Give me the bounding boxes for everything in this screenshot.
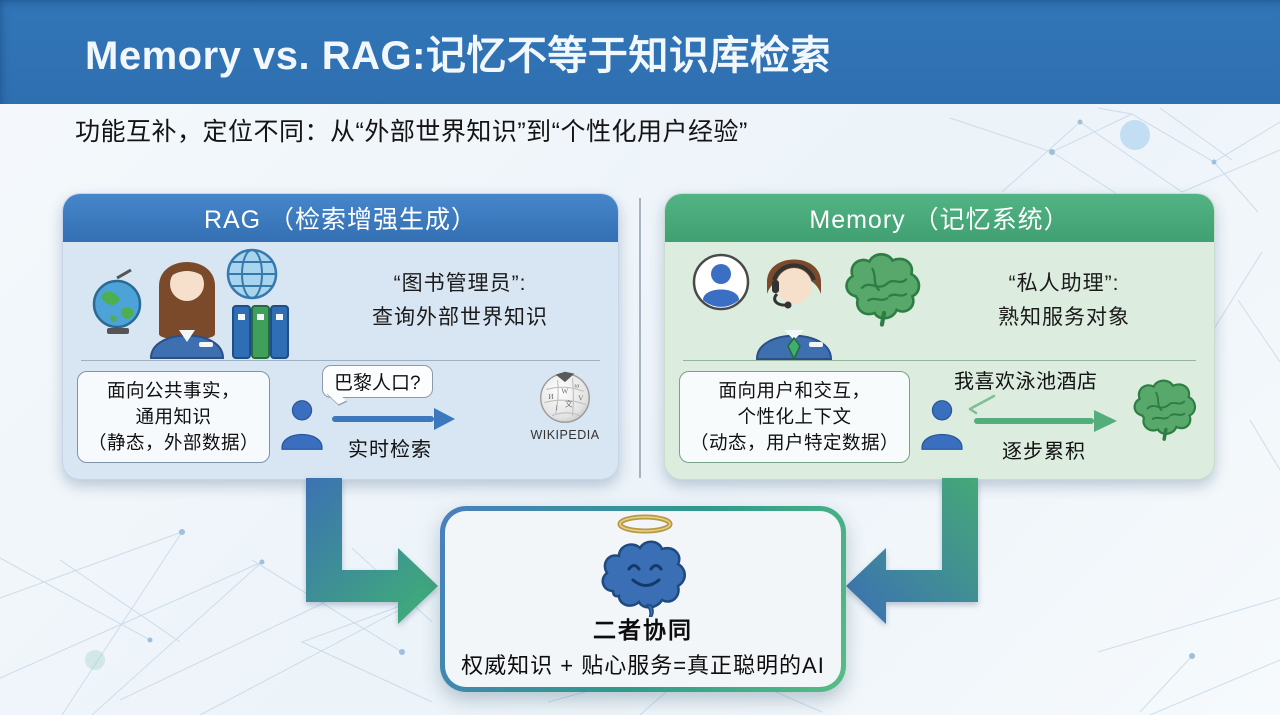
memory-flow: 我喜欢泳池酒店 逐步累积 (910, 361, 1202, 473)
desk-globe-icon (92, 268, 142, 334)
rag-panel: RAG （检索增强生成） (62, 193, 619, 480)
assistant-headset-icon (755, 259, 833, 360)
synergy-box: 二者协同 权威知识 + 贴心服务=真正聪明的AI (440, 506, 846, 692)
rag-flow-row: 面向公共事实， 通用知识 （静态，外部数据） 巴黎人口? 实时检索 (63, 361, 618, 473)
rag-feature-line3: （静态，外部数据） (88, 432, 260, 454)
memory-query-text: 我喜欢泳池酒店 (954, 371, 1098, 393)
accumulate-arrow-icon (974, 410, 1118, 432)
panel-divider-line (639, 198, 641, 478)
svg-text:W: W (561, 386, 569, 395)
brain-icon (847, 254, 919, 324)
memory-panel-header: Memory （记忆系统） (665, 194, 1214, 242)
memory-feature-line3: （动态，用户特定数据） (690, 432, 900, 454)
reply-arrow-icon (968, 394, 996, 415)
rag-panel-title: RAG （检索增强生成） (203, 206, 478, 234)
rag-role-row: “图书管理员”: 查询外部世界知识 (63, 242, 618, 360)
realtime-search-arrow-icon (332, 408, 456, 430)
svg-text:文: 文 (565, 398, 573, 408)
title-bar: Memory vs. RAG:记忆不等于知识库检索 (0, 0, 1280, 104)
svg-text:ω: ω (574, 381, 579, 390)
memory-role-line2: 熟知服务对象 (998, 306, 1130, 329)
brain-icon (1132, 378, 1197, 441)
books-icon (232, 305, 289, 359)
librarian-figure (149, 262, 225, 359)
rag-arrow-label: 实时检索 (348, 439, 433, 461)
memory-role-line1: “私人助理”: (1008, 272, 1120, 296)
subtitle: 功能互补，定位不同：从“外部世界知识”到“个性化用户经验” (75, 118, 748, 146)
synergy-box-inner: 二者协同 权威知识 + 贴心服务=真正聪明的AI (445, 511, 841, 687)
assistant-illustration (692, 242, 924, 360)
svg-text:И: И (548, 392, 554, 401)
memory-flow-row: 面向用户和交互， 个性化上下文 （动态，用户特定数据） 我喜欢泳池酒店 逐步累积 (665, 361, 1214, 473)
svg-text:V: V (578, 394, 584, 403)
user-icon (281, 400, 323, 450)
rag-query-bubble: 巴黎人口? (322, 365, 433, 398)
internet-globe-icon (226, 248, 278, 300)
librarian-illustration (92, 248, 289, 359)
synergy-title: 二者协同 (593, 617, 693, 643)
rag-role-line1: “图书管理员”: (393, 272, 527, 296)
rag-feature-box: 面向公共事实， 通用知识 （静态，外部数据） (77, 370, 271, 464)
memory-feature-box: 面向用户和交互， 个性化上下文 （动态，用户特定数据） (679, 370, 911, 464)
memory-panel-title: Memory （记忆系统） (809, 206, 1070, 234)
rag-feature-line2: 通用知识 (135, 405, 212, 427)
slide-title: Memory vs. RAG:记忆不等于知识库检索 (85, 34, 831, 78)
svg-text:i: i (556, 403, 558, 412)
user-icon (921, 400, 963, 450)
memory-section-divider (683, 360, 1196, 361)
avatar-circle-icon (692, 253, 750, 311)
halo-brain-icon (601, 514, 686, 617)
memory-role-row: “私人助理”: 熟知服务对象 (665, 242, 1214, 360)
memory-role-text: “私人助理”: 熟知服务对象 (924, 267, 1204, 334)
memory-arrow-label: 逐步累积 (1002, 441, 1087, 463)
memory-feature-line2: 个性化上下文 (737, 405, 852, 427)
rag-panel-header: RAG （检索增强生成） (63, 194, 618, 242)
rag-role-text: “图书管理员”: 查询外部世界知识 (312, 267, 608, 334)
wikipedia-label: WIKIPEDIA (530, 428, 600, 442)
memory-panel: Memory （记忆系统） (664, 193, 1215, 480)
memory-feature-line1: 面向用户和交互， (718, 379, 871, 401)
rag-section-divider (81, 360, 600, 361)
rag-feature-line1: 面向公共事实， (107, 379, 241, 401)
rag-flow: 巴黎人口? 实时检索 (270, 361, 606, 473)
rag-role-line2: 查询外部世界知识 (372, 306, 548, 329)
wikipedia-logo: WωИ 文Vi (540, 371, 590, 423)
synergy-formula: 权威知识 + 贴心服务=真正聪明的AI (461, 653, 825, 678)
